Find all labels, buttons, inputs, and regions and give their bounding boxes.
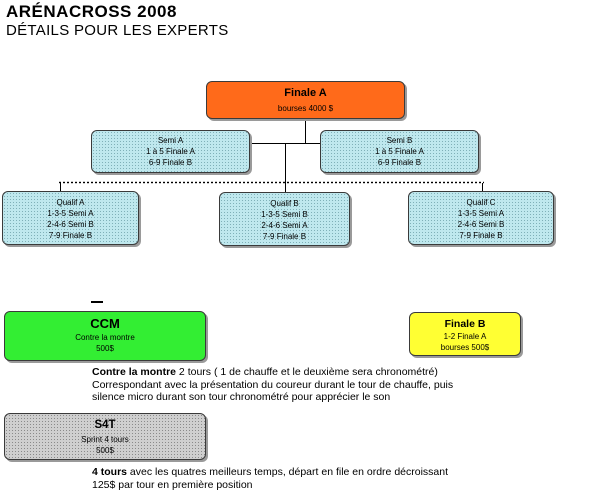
qualif-b-line1: 1-3-5 Semi B: [261, 210, 308, 219]
page-title: ARÉNACROSS 2008: [6, 2, 177, 21]
ccm-desc-line2: Correspondant avec la présentation du co…: [92, 378, 454, 391]
ccm-desc-bold: Contre la montre: [92, 366, 177, 378]
finale-b-line1: 1-2 Finale A: [443, 332, 487, 341]
finale-a-box: Finale A bourses 4000 $: [206, 81, 405, 119]
ccm-desc-rest: 2 tours ( 1 de chauffe et le deuxième se…: [176, 366, 438, 378]
qualif-a-line2: 2-4-6 Semi B: [47, 220, 94, 229]
qualif-c-line2: 2-4-6 Semi B: [457, 220, 505, 229]
s4t-desc-bold: 4 tours: [92, 466, 128, 478]
finale-b-box: Finale B 1-2 Finale A bourses 500$: [409, 312, 521, 356]
ccm-description: Contre la montre 2 tours ( 1 de chauffe …: [92, 366, 592, 404]
qualif-a-box: Qualif A 1-3-5 Semi A 2-4-6 Semi B 7-9 F…: [2, 191, 139, 245]
qualif-b-line3: 7-9 Finale B: [262, 232, 307, 241]
qualif-b-title: Qualif B: [270, 199, 299, 208]
semi-a-box: Semi A 1 à 5 Finale A 6-9 Finale B: [91, 130, 250, 173]
qualif-a-line3: 7-9 Finale B: [48, 231, 93, 240]
connector-semi-stem: [285, 143, 286, 183]
qualif-a-line1: 1-3-5 Semi A: [47, 209, 94, 218]
connector-qualif-bar: [58, 181, 484, 184]
s4t-desc-line2: 125$ par tour en première position: [92, 478, 253, 491]
connector-qualif-a-drop: [60, 183, 61, 191]
qualif-b-box: Qualif B 1-3-5 Semi B 2-4-6 Semi A 7-9 F…: [219, 192, 350, 246]
connector-qualif-b-drop: [285, 183, 286, 192]
qualif-c-line1: 1-3-5 Semi A: [457, 209, 505, 218]
finale-a-line1: bourses 4000 $: [277, 104, 334, 113]
s4t-box: S4T Sprint 4 tours 500$: [4, 413, 206, 460]
semi-b-box: Semi B 1 à 5 Finale A 6-9 Finale B: [320, 130, 479, 173]
connector-finale-stem: [305, 118, 306, 144]
s4t-line2: 500$: [96, 446, 114, 455]
divider-dash: [91, 301, 103, 303]
page-subtitle: DÉTAILS POUR LES EXPERTS: [6, 22, 229, 39]
qualif-c-line3: 7-9 Finale B: [459, 231, 503, 240]
qualif-a-title: Qualif A: [56, 198, 85, 207]
ccm-line1: Contre la montre: [75, 333, 135, 342]
semi-a-line2: 6-9 Finale B: [148, 158, 193, 167]
finale-a-title: Finale A: [284, 87, 327, 99]
semi-b-line2: 6-9 Finale B: [377, 158, 422, 167]
s4t-description: 4 tours avec les quatres meilleurs temps…: [92, 466, 592, 491]
semi-b-title: Semi B: [386, 136, 413, 145]
ccm-desc-line3: silence micro durant son tour chronométr…: [92, 391, 391, 403]
ccm-box: CCM Contre la montre 500$: [4, 311, 206, 361]
semi-a-title: Semi A: [157, 136, 184, 145]
finale-b-title: Finale B: [444, 318, 486, 330]
semi-a-line1: 1 à 5 Finale A: [146, 147, 195, 156]
qualif-c-box: Qualif C 1-3-5 Semi A 2-4-6 Semi B 7-9 F…: [408, 191, 554, 245]
s4t-line1: Sprint 4 tours: [81, 435, 129, 444]
ccm-title: CCM: [90, 316, 120, 331]
finale-b-line2: bourses 500$: [440, 343, 490, 352]
qualif-b-line2: 2-4-6 Semi A: [261, 221, 308, 230]
semi-b-line1: 1 à 5 Finale A: [375, 147, 424, 156]
s4t-desc-rest: avec les quatres meilleurs temps, départ…: [127, 466, 449, 478]
qualif-c-title: Qualif C: [466, 198, 496, 207]
s4t-title: S4T: [94, 419, 116, 431]
ccm-line2: 500$: [96, 344, 114, 353]
connector-qualif-c-drop: [482, 183, 483, 191]
